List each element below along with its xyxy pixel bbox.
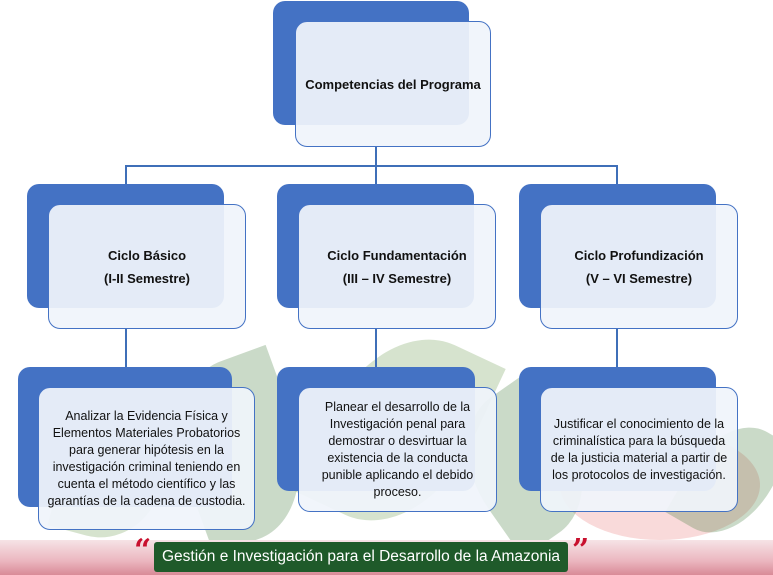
competency-fundamentacion-box: Planear el desarrollo de la Investigació… — [298, 387, 497, 512]
connector-horizontal-bar — [125, 165, 617, 167]
competency-profundizacion-box: Justificar el conocimiento de la crimina… — [540, 387, 738, 512]
ciclo-fundamentacion-semester: (III – IV Semestre) — [342, 270, 452, 286]
connector-root-down — [375, 146, 377, 166]
connector-to-ciclo-basico — [125, 165, 127, 185]
ciclo-basico-semester: (I-II Semestre) — [104, 270, 190, 286]
close-quote-mark: ” — [572, 533, 590, 568]
competency-basico-box: Analizar la Evidencia Física y Elementos… — [38, 387, 255, 530]
connector-fundamentacion-to-competency — [375, 328, 377, 368]
competency-profundizacion-text: Justificar el conocimiento de la crimina… — [550, 416, 728, 482]
ciclo-fundamentacion-node: Ciclo Fundamentación (III – IV Semestre) — [298, 204, 496, 329]
connector-profundizacion-to-competency — [616, 328, 618, 368]
ciclo-basico-node: Ciclo Básico (I-II Semestre) — [48, 204, 246, 329]
slogan-banner: Gestión e Investigación para el Desarrol… — [154, 542, 568, 572]
connector-to-ciclo-fundamentacion — [375, 165, 377, 185]
ciclo-fundamentacion-title: Ciclo Fundamentación — [327, 247, 467, 263]
ciclo-basico-title: Ciclo Básico — [107, 247, 187, 263]
ciclo-profundizacion-title: Ciclo Profundización — [574, 247, 704, 263]
connector-to-ciclo-profundizacion — [616, 165, 618, 185]
root-node: Competencias del Programa — [295, 21, 491, 147]
connector-basico-to-competency — [125, 328, 127, 368]
ciclo-profundizacion-node: Ciclo Profundización (V – VI Semestre) — [540, 204, 738, 329]
slogan-text: Gestión e Investigación para el Desarrol… — [161, 548, 561, 565]
competency-fundamentacion-text: Planear el desarrollo de la Investigació… — [321, 399, 474, 499]
ciclo-profundizacion-semester: (V – VI Semestre) — [585, 270, 693, 286]
competency-basico-text: Analizar la Evidencia Física y Elementos… — [47, 408, 246, 508]
open-quote-mark: “ — [134, 533, 152, 568]
root-title: Competencias del Programa — [305, 76, 481, 92]
